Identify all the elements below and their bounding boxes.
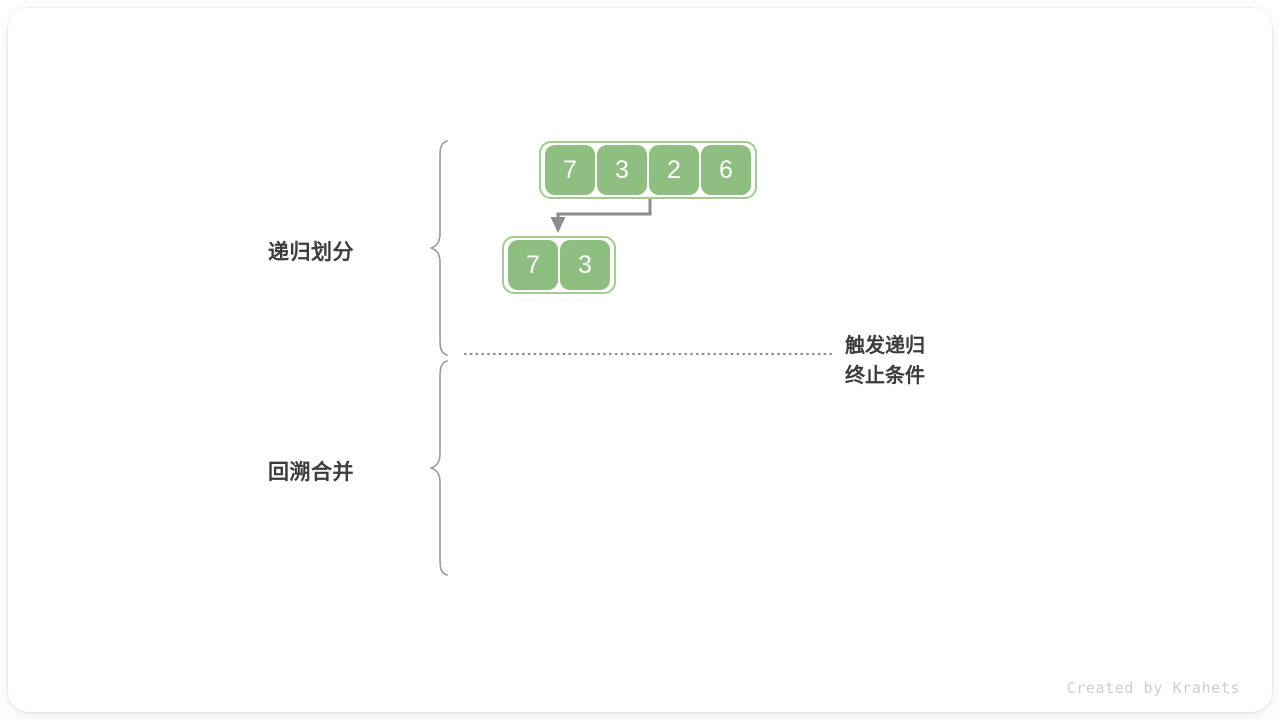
phase-label-merge: 回溯合并 <box>268 461 354 484</box>
root-array: 7 3 2 6 <box>539 141 757 199</box>
divide-arrow <box>556 199 652 222</box>
brace-divide <box>430 140 448 356</box>
diagram-card <box>8 8 1272 712</box>
credit-text: Created by Krahets <box>1066 679 1240 697</box>
array-cell: 2 <box>649 145 699 195</box>
recursion-base-case-label: 触发递归 终止条件 <box>845 331 925 391</box>
brace-merge <box>430 360 448 576</box>
base-case-line-2: 终止条件 <box>845 365 925 387</box>
array-cell: 6 <box>701 145 751 195</box>
left-subarray: 7 3 <box>502 236 616 294</box>
phase-label-divide: 递归划分 <box>268 241 354 264</box>
array-cell: 3 <box>597 145 647 195</box>
array-cell: 3 <box>560 240 610 290</box>
array-cell: 7 <box>545 145 595 195</box>
base-case-line-1: 触发递归 <box>845 335 925 357</box>
array-cell: 7 <box>508 240 558 290</box>
divide-arrow-head <box>550 217 566 233</box>
